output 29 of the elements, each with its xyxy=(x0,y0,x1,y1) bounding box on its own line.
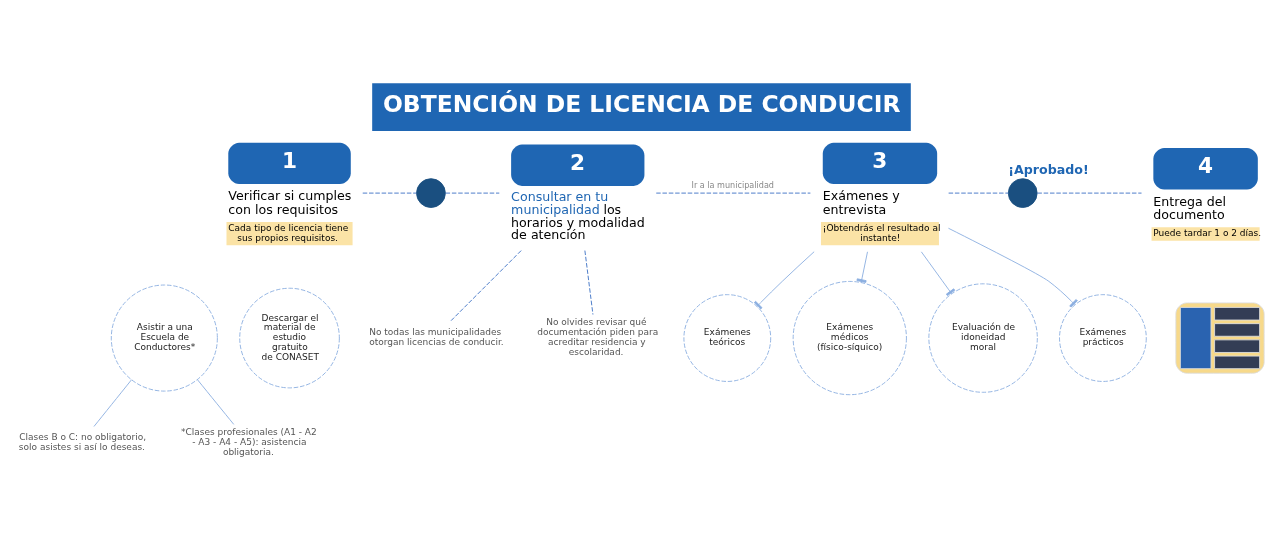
connector xyxy=(1036,192,1142,194)
connector xyxy=(93,378,133,427)
node-text: No todas las municipalidades otorgan licencias de conducir. xyxy=(369,326,504,347)
diagram-title: OBTENCIÓN DE LICENCIA DE CONDUCIR xyxy=(382,89,901,118)
connector xyxy=(197,378,235,425)
connector xyxy=(920,250,956,296)
node-circle: Exámenes prácticos xyxy=(1059,293,1147,382)
node-circle: Exámenes médicos (físico-síquico) xyxy=(792,280,907,395)
connector xyxy=(362,192,417,194)
connector xyxy=(856,250,868,283)
node-circle: Evaluación de idoneidad moral xyxy=(928,282,1038,393)
edge-label: Ir a la municipalidad xyxy=(691,179,775,190)
connector xyxy=(584,249,594,315)
node-circle xyxy=(416,177,446,208)
node-circle: Asistir a una Escuela de Conductores* xyxy=(110,284,218,392)
connector xyxy=(753,250,815,309)
node-circle: Descargar el material de estudio gratuito de CONASET xyxy=(239,287,340,388)
node-text: Clases B o C: no obligatorio, solo asistes si así lo deseas. xyxy=(18,431,147,452)
node-circle xyxy=(1007,177,1038,208)
node-label: ¡Aprobado! xyxy=(1008,161,1089,177)
connector xyxy=(449,249,522,322)
node-label: Consultar en tu municipalidad los horarios y modalidad de atención xyxy=(511,188,645,242)
connector xyxy=(948,227,1078,308)
node-text: No olvides revisar qué documentación piden para acreditar residencia y escolaridad. xyxy=(537,316,659,357)
connector xyxy=(445,192,500,194)
node-text: *Clases profesionales (A1 - A2 - A3 - A4 - A5): asistencia obligatoria. xyxy=(181,426,317,457)
node-circle: Exámenes teóricos xyxy=(683,293,772,382)
node-box: 2 xyxy=(511,143,645,186)
connector xyxy=(948,192,1009,194)
